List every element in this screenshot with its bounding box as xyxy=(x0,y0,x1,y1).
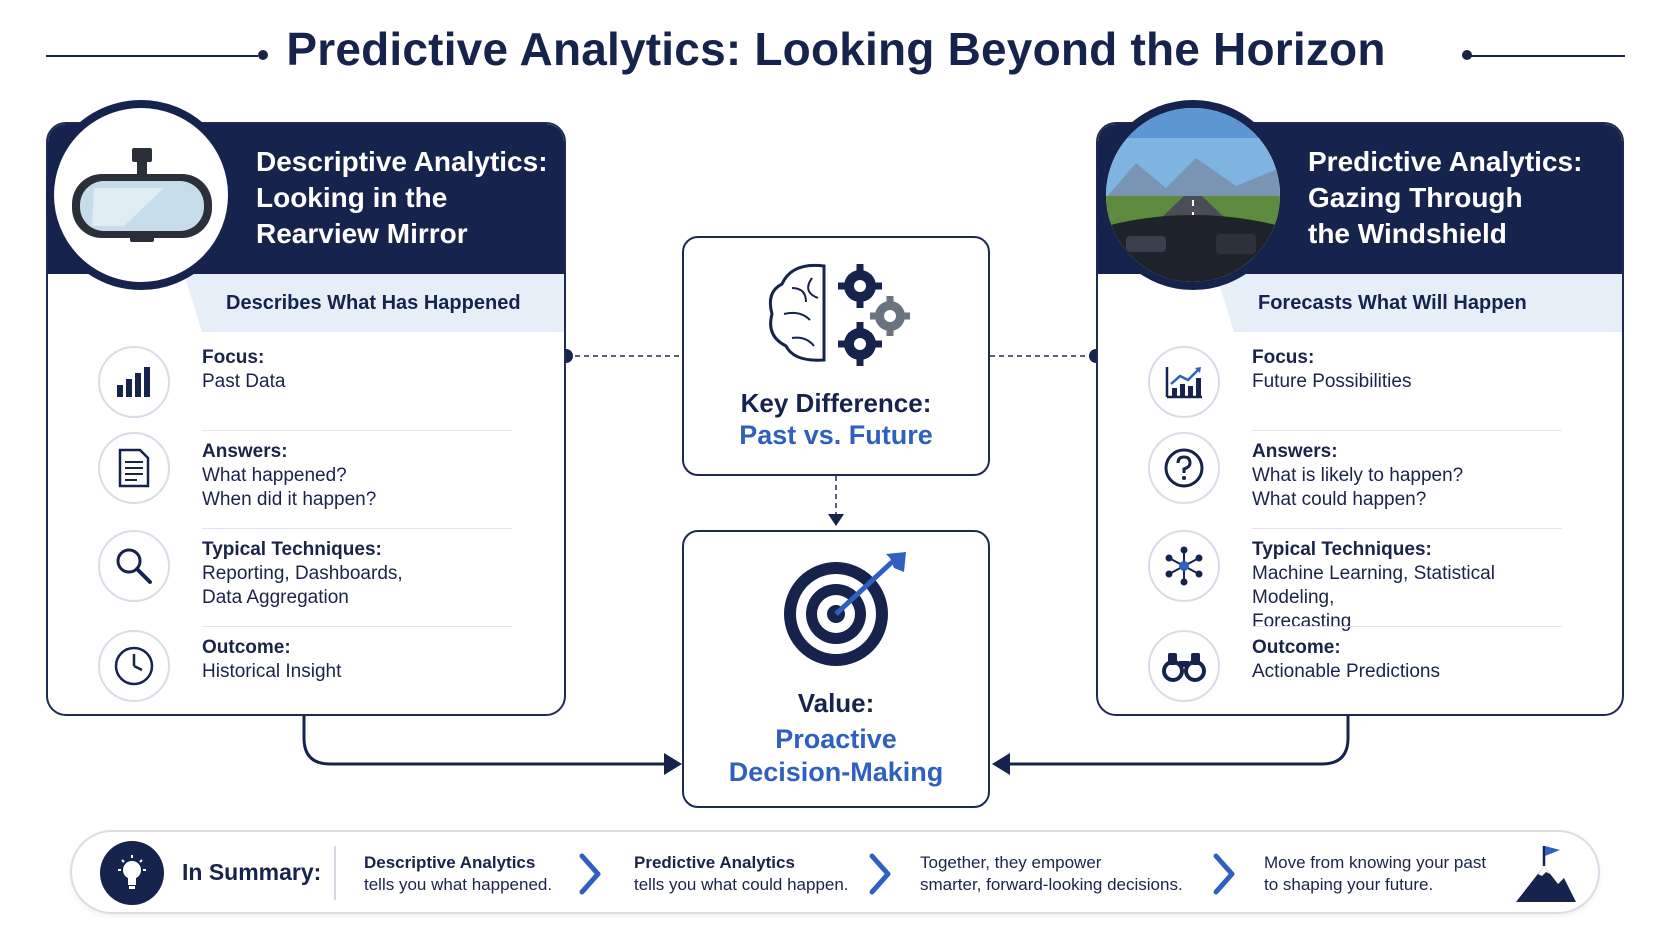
row-value: Machine Learning, Statistical Modeling, … xyxy=(1252,563,1495,632)
network-icon xyxy=(1148,530,1220,602)
chevron-right-icon xyxy=(579,853,601,895)
target-icon xyxy=(782,550,912,670)
predictive-panel: Predictive Analytics: Gazing Through the… xyxy=(1096,122,1624,716)
rearview-mirror-icon xyxy=(46,100,236,290)
title-rule-left xyxy=(46,55,258,57)
summary-title: In Summary: xyxy=(182,859,322,885)
predictive-panel-title: Predictive Analytics: Gazing Through the… xyxy=(1308,146,1583,249)
summary-item-line: Together, they empower xyxy=(920,853,1102,872)
question-icon xyxy=(1148,432,1220,504)
row-label: Outcome: xyxy=(202,637,291,658)
row-value: Actionable Predictions xyxy=(1252,661,1440,682)
descriptive-panel-title: Descriptive Analytics: Looking in the Re… xyxy=(256,146,548,249)
lightbulb-icon xyxy=(100,841,164,905)
binoculars-icon xyxy=(1148,630,1220,702)
page-title: Predictive Analytics: Looking Beyond the… xyxy=(286,23,1386,75)
key-difference-box: Key Difference: Past vs. Future xyxy=(682,236,990,476)
row-label: Focus: xyxy=(1252,347,1315,368)
value-value: Proactive Decision-Making xyxy=(728,724,944,787)
bar-chart-icon xyxy=(98,346,170,418)
summary-item-together: Together, they empower smarter, forward-… xyxy=(920,852,1183,896)
row-value: Reporting, Dashboards, Data Aggregation xyxy=(202,563,403,608)
value-label: Value: xyxy=(797,688,875,718)
row-value: Past Data xyxy=(202,371,286,392)
title-dot-left xyxy=(258,50,268,60)
row-divider xyxy=(202,430,512,431)
row-label: Typical Techniques: xyxy=(1252,539,1432,560)
summary-item-line: Move from knowing your past xyxy=(1264,853,1487,872)
row-divider xyxy=(1252,430,1562,431)
summary-item-bold: Predictive Analytics xyxy=(634,853,795,872)
row-label: Answers: xyxy=(1252,441,1338,462)
row-label: Typical Techniques: xyxy=(202,539,382,560)
windshield-road-icon xyxy=(1098,100,1288,290)
row-value: Historical Insight xyxy=(202,661,342,682)
row-label: Answers: xyxy=(202,441,288,462)
summary-item-descriptive: Descriptive Analytics tells you what hap… xyxy=(364,852,552,896)
row-divider xyxy=(202,528,512,529)
row-value: What happened? When did it happen? xyxy=(202,465,377,510)
row-value: Future Possibilities xyxy=(1252,371,1412,392)
mountain-flag-icon xyxy=(1516,846,1576,902)
brain-gears-icon xyxy=(762,258,912,368)
summary-item-line: to shaping your future. xyxy=(1264,875,1434,894)
row-value: What is likely to happen? What could hap… xyxy=(1252,465,1464,510)
row-divider xyxy=(1252,528,1562,529)
chevron-right-icon xyxy=(1213,853,1235,895)
summary-item-line: smarter, forward-looking decisions. xyxy=(920,875,1183,894)
trend-chart-icon xyxy=(1148,346,1220,418)
summary-item-text: tells you what happened. xyxy=(364,875,553,894)
document-icon xyxy=(98,432,170,504)
chevron-right-icon xyxy=(869,853,891,895)
summary-divider xyxy=(334,846,336,900)
row-label: Focus: xyxy=(202,347,265,368)
summary-bar: In Summary: Descriptive Analytics tells … xyxy=(70,830,1600,914)
summary-item-text: tells you what could happen. xyxy=(634,875,849,894)
value-box: Value: Proactive Decision-Making xyxy=(682,530,990,808)
title-dot-right xyxy=(1462,50,1472,60)
key-difference-value: Past vs. Future xyxy=(739,420,933,450)
key-difference-label: Key Difference: xyxy=(740,388,932,418)
row-label: Outcome: xyxy=(1252,637,1341,658)
summary-item-predictive: Predictive Analytics tells you what coul… xyxy=(634,852,849,896)
summary-item-future: Move from knowing your past to shaping y… xyxy=(1264,852,1486,896)
clock-icon xyxy=(98,630,170,702)
predictive-panel-subtitle: Forecasts What Will Happen xyxy=(1216,274,1622,332)
magnifier-icon xyxy=(98,530,170,602)
summary-item-bold: Descriptive Analytics xyxy=(364,853,536,872)
title-rule-right xyxy=(1470,55,1625,57)
row-divider xyxy=(1252,626,1562,627)
row-divider xyxy=(202,626,512,627)
descriptive-panel-subtitle: Describes What Has Happened xyxy=(184,274,564,332)
